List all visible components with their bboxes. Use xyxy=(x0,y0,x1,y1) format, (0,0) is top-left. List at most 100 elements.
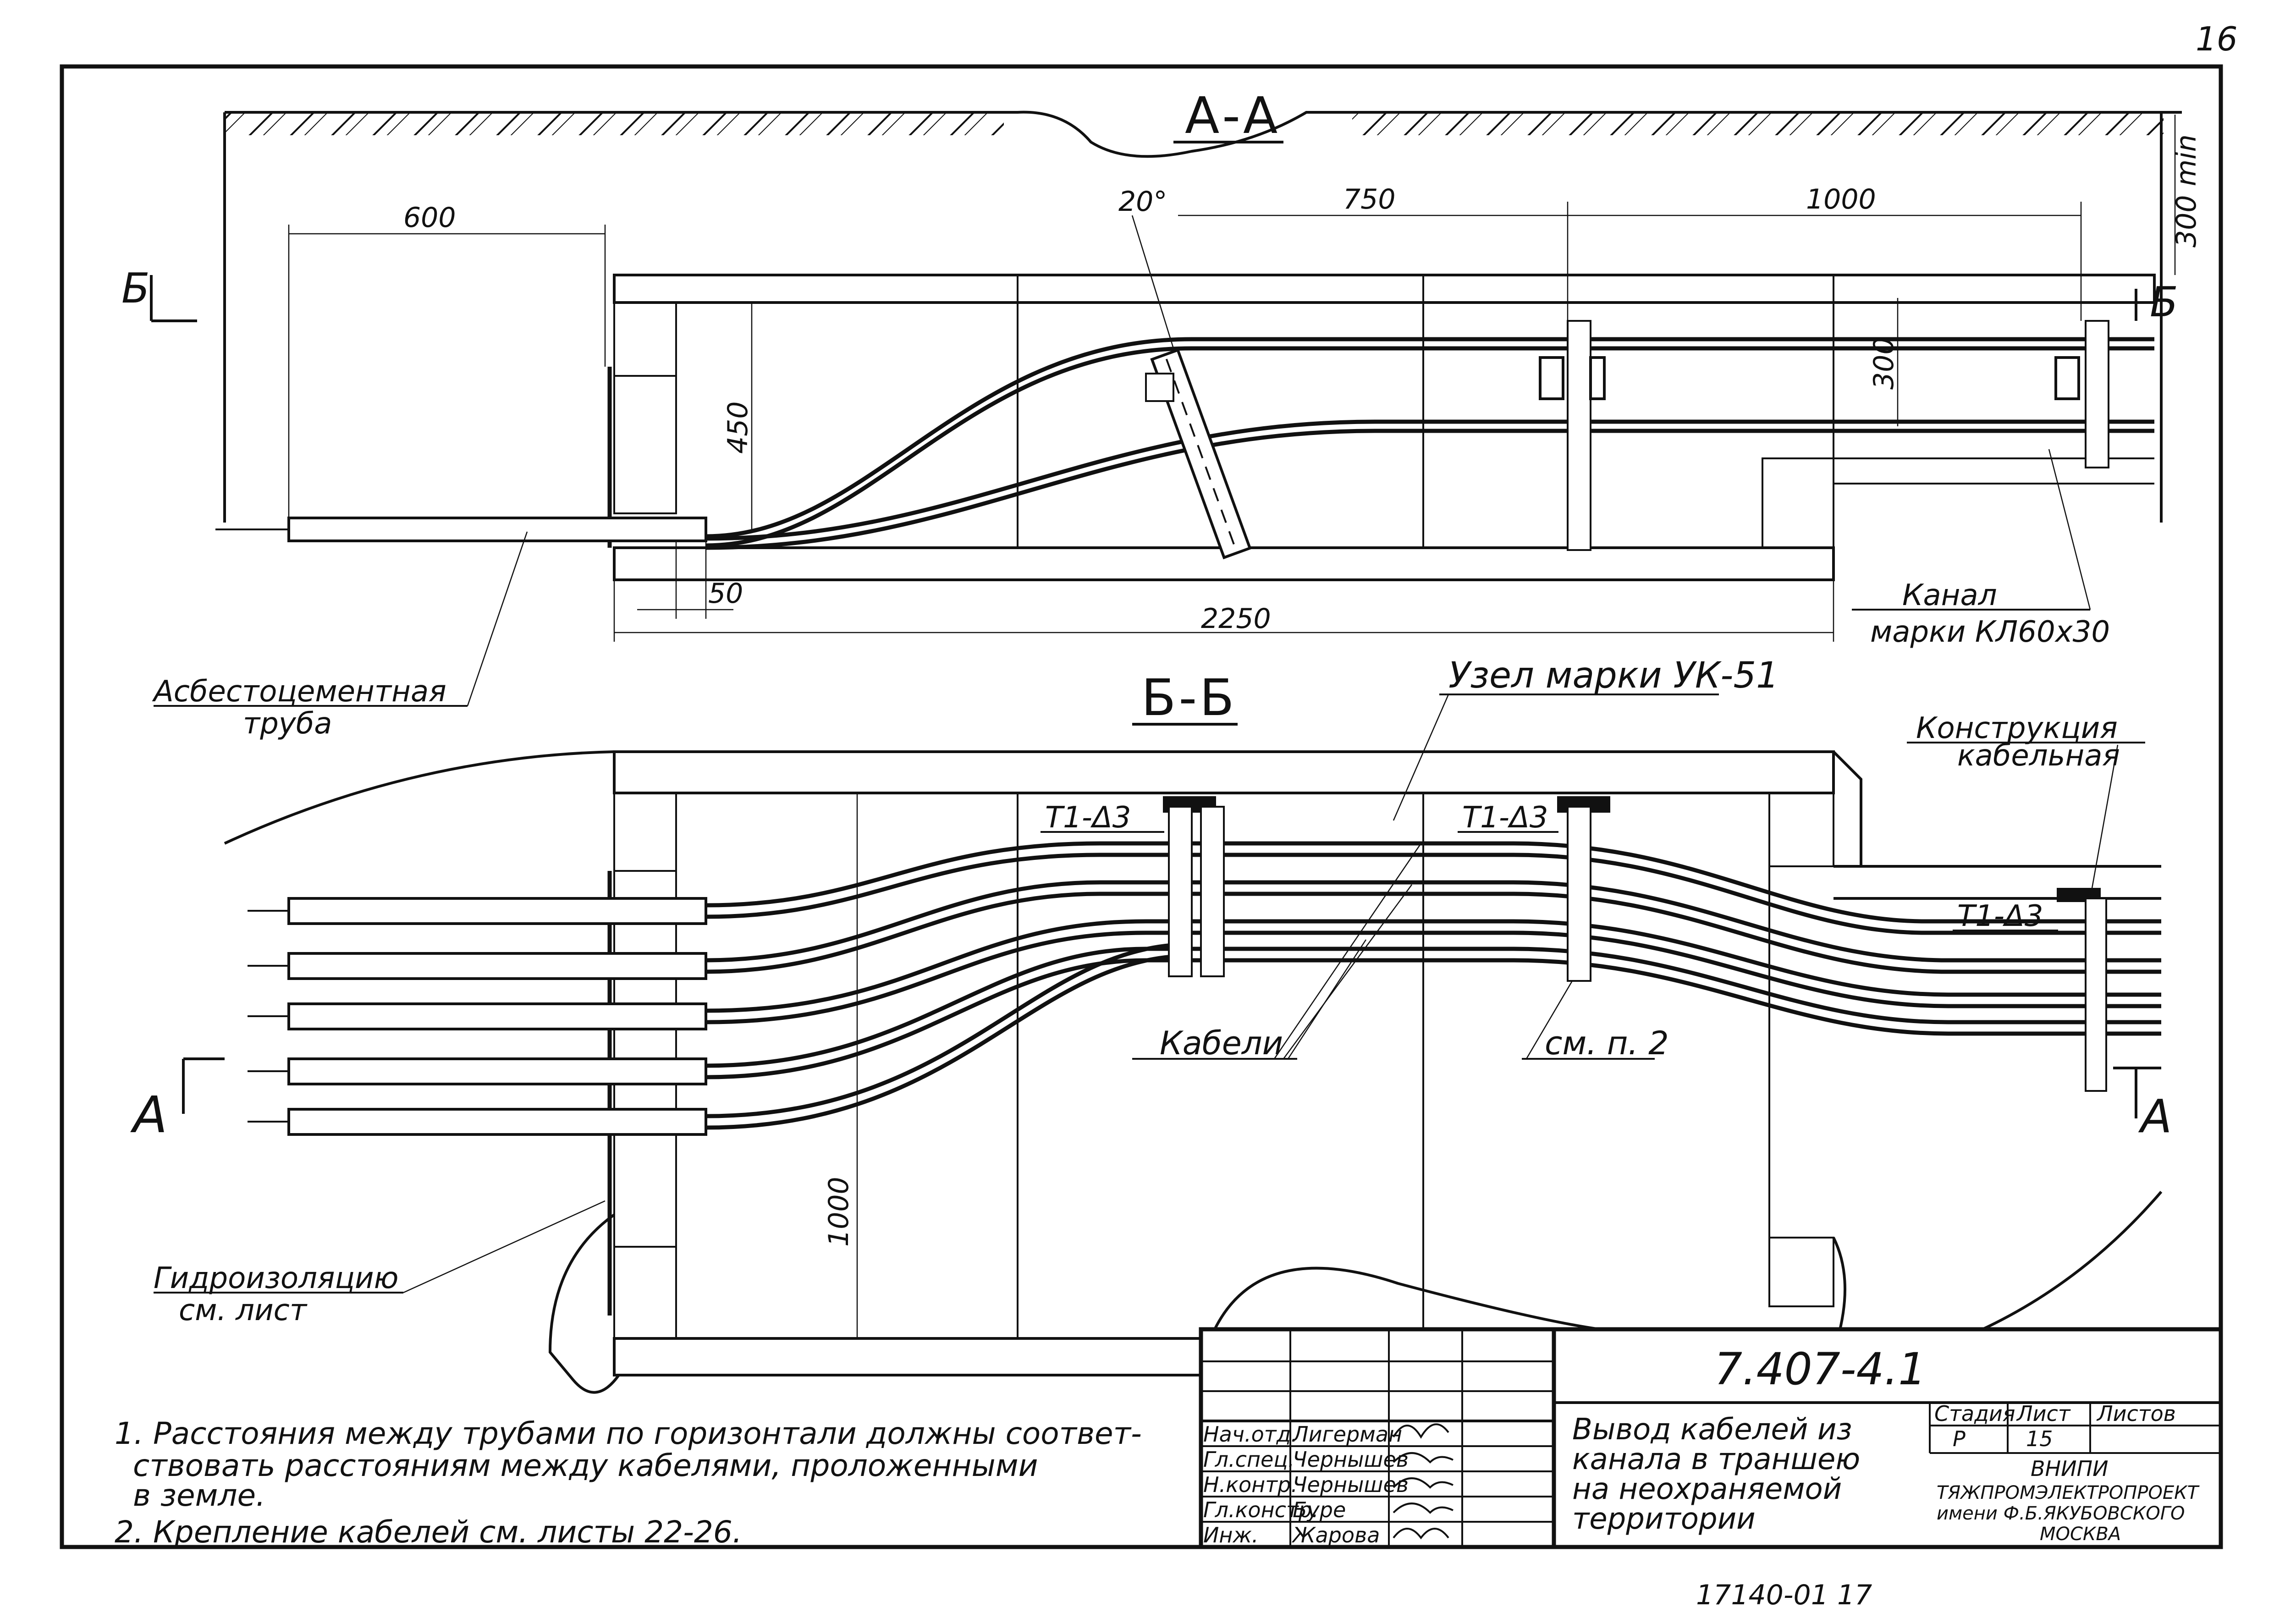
ground-surface-aa xyxy=(225,110,2164,158)
leader-channel xyxy=(2048,449,2091,610)
section-bb: Б-Б xyxy=(130,655,2172,1394)
value-sheet: 15 xyxy=(2026,1426,2053,1451)
svg-text:2250: 2250 xyxy=(1201,603,1271,635)
label-t1-d3-1: Т1-Δ3 xyxy=(1045,801,1131,835)
label-channel-line1: Канал xyxy=(1902,578,1997,612)
wall-hatch-bb-right-bottom xyxy=(1768,1237,1834,1307)
doc-number: 7.407-4.1 xyxy=(1714,1343,1926,1395)
label-construction-line2: кабельная xyxy=(1957,739,2120,773)
archive-number: 17140-01 17 xyxy=(1696,1579,1872,1611)
name-4: Жарова xyxy=(1291,1523,1380,1547)
tilted-bracket-aa xyxy=(1150,348,1252,560)
sheet-title-line2: канала в траншею xyxy=(1572,1442,1860,1476)
note-1-line2: ствовать расстояниям между кабелями, про… xyxy=(133,1448,1038,1483)
label-t1-d3-2: Т1-Δ3 xyxy=(1462,801,1548,835)
org-line3: имени Ф.Б.ЯКУБОВСКОГО xyxy=(1937,1503,2185,1524)
support-bracket-aa-2 xyxy=(2054,320,2109,468)
cable-lower-aa xyxy=(705,419,2154,541)
wall-hatch-bb-left-bottom xyxy=(613,1246,677,1339)
dimension-1000-aa: 1000 xyxy=(1568,183,2082,321)
svg-text:А: А xyxy=(130,1085,167,1144)
org-line4: МОСКВА xyxy=(2040,1524,2121,1545)
label-waterproof-line1: Гидроизоляцию xyxy=(154,1261,399,1295)
name-1: Чернышев xyxy=(1293,1447,1409,1472)
label-t1-d3-3: Т1-Δ3 xyxy=(1957,899,2043,933)
svg-text:Б: Б xyxy=(2150,278,2178,326)
label-channel-line2: марки КЛ60х30 xyxy=(1870,615,2110,649)
channel-bottom-slab-bb xyxy=(613,1337,1202,1376)
drawing-frame xyxy=(60,64,2223,1549)
sheet-corner-number: 16 xyxy=(2196,20,2238,58)
note-1-line1: 1. Расстояния между трубами по горизонта… xyxy=(115,1416,1142,1451)
sheet-title-line1: Вывод кабелей из xyxy=(1572,1413,1852,1447)
head-stage: Стадия xyxy=(1934,1401,2015,1426)
svg-text:450: 450 xyxy=(722,401,754,454)
svg-text:50: 50 xyxy=(708,578,743,610)
svg-text:20°: 20° xyxy=(1118,186,1167,218)
label-asbestos-pipe-line1: Асбестоцементная xyxy=(152,675,446,709)
dimension-2250: 2250 xyxy=(613,580,1834,642)
head-sheet: Лист xyxy=(2016,1401,2071,1426)
value-stage: Р xyxy=(1953,1426,1966,1451)
notes: 1. Расстояния между трубами по горизонта… xyxy=(115,1416,1142,1550)
cable-upper-aa xyxy=(705,337,2154,539)
support-post-bb-3 xyxy=(2057,888,2107,1092)
soil-hatch-aa-left xyxy=(225,112,1004,135)
role-0: Нач.отд. xyxy=(1203,1422,1298,1447)
label-node-uk51: Узел марки УК-51 xyxy=(1448,655,1779,696)
org-line1: ВНИПИ xyxy=(2031,1456,2109,1481)
label-asbestos-pipe-line2: труба xyxy=(243,707,332,741)
note-1-line3: в земле. xyxy=(133,1478,265,1513)
dimension-50: 50 xyxy=(637,541,743,619)
dimension-20deg: 20° xyxy=(1118,186,1174,349)
section-aa: А-А xyxy=(121,86,2202,741)
sheet-title-line3: на неохраняемой xyxy=(1572,1472,1842,1506)
name-2: Чернышев xyxy=(1293,1472,1409,1497)
svg-text:300 min: 300 min xyxy=(2170,134,2202,248)
dimension-600: 600 xyxy=(288,202,606,518)
dimension-300-min: 300 min xyxy=(2170,115,2202,275)
label-construction-line1: Конструкция xyxy=(1916,711,2118,745)
role-3: Гл.констр. xyxy=(1203,1497,1319,1522)
leader-pipe xyxy=(467,531,528,706)
wall-hatch-aa-right xyxy=(1762,457,1834,549)
support-post-bb-1 xyxy=(1163,796,1225,977)
section-aa-title: А-А xyxy=(1185,86,1280,145)
svg-text:1000: 1000 xyxy=(1806,183,1876,215)
label-see-p2: см. п. 2 xyxy=(1545,1024,1669,1062)
svg-text:Б: Б xyxy=(121,264,150,313)
wall-hatch-bb-right-top xyxy=(1768,792,1834,867)
dimension-450: 450 xyxy=(722,303,754,532)
svg-text:А: А xyxy=(2138,1090,2172,1143)
sheet-title-line4: территории xyxy=(1572,1502,1756,1536)
svg-text:750: 750 xyxy=(1343,183,1396,215)
wall-hatch-bb-left-top xyxy=(613,792,677,872)
asbestos-pipes-bb xyxy=(248,897,707,1136)
wall-concrete-aa xyxy=(613,375,677,514)
name-3: Буре xyxy=(1293,1497,1346,1522)
name-0: Лигерман xyxy=(1292,1422,1402,1447)
role-2: Н.контр. xyxy=(1203,1472,1298,1497)
svg-text:600: 600 xyxy=(403,202,456,234)
soil-hatch-aa-right xyxy=(1352,112,2164,135)
note-2: 2. Крепление кабелей см. листы 22-26. xyxy=(115,1514,742,1550)
head-sheets: Листов xyxy=(2096,1401,2176,1426)
svg-text:300: 300 xyxy=(1868,337,1900,390)
signatures xyxy=(1393,1423,1454,1540)
dimension-300: 300 xyxy=(1868,298,1900,426)
channel-top-slab-aa xyxy=(613,274,2156,304)
ground-surface-bb xyxy=(224,750,2161,868)
cables-bb xyxy=(705,841,2161,1130)
cut-mark-a-left: А xyxy=(130,1057,225,1144)
section-bb-title: Б-Б xyxy=(1141,668,1237,727)
role-4: Инж. xyxy=(1203,1523,1259,1547)
wall-hatch-aa xyxy=(613,302,677,377)
cut-mark-b-right: Б xyxy=(2135,278,2178,326)
role-1: Гл.спец. xyxy=(1203,1447,1294,1472)
channel-top-slab-bb xyxy=(613,750,1835,794)
org-line2: ТЯЖПРОМЭЛЕКТРОПРОЕКТ xyxy=(1937,1482,2200,1503)
dimension-750: 750 xyxy=(1178,183,1569,330)
dimension-1000-bb: 1000 xyxy=(823,793,858,1338)
title-block: 7.407-4.1 Вывод кабелей из канала в тран… xyxy=(1199,1327,2223,1549)
